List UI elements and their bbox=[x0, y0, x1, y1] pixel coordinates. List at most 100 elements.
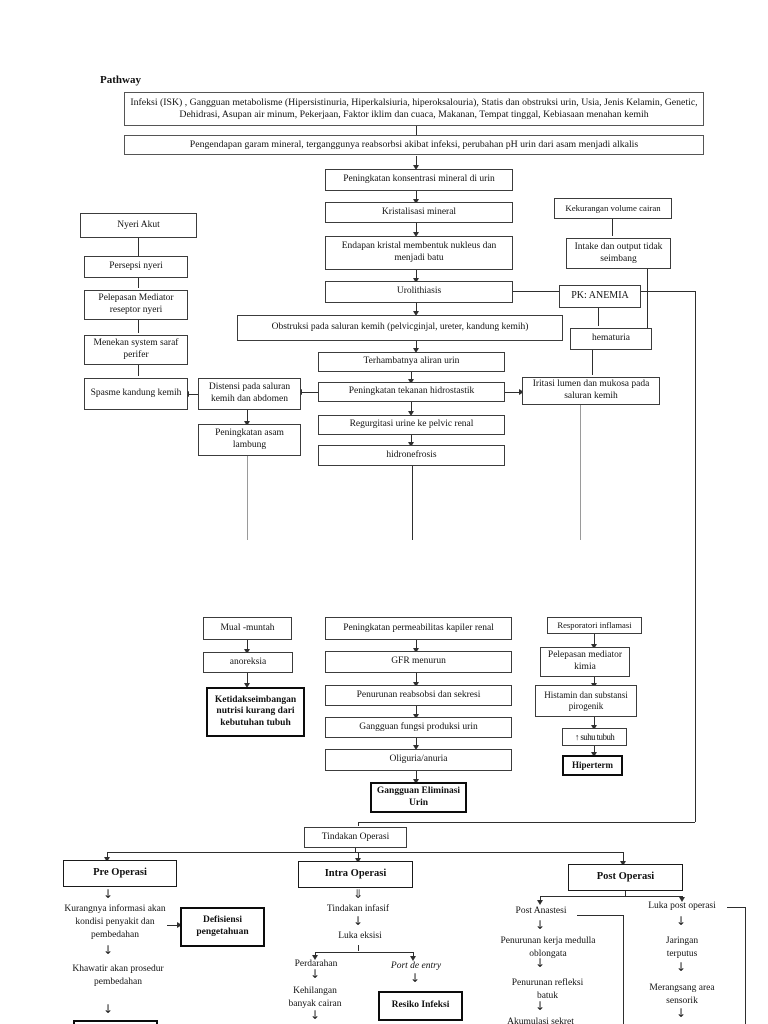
node-mediator-kimia: Pelepasan mediator kimia bbox=[540, 647, 630, 677]
connector-line bbox=[745, 907, 747, 1024]
node-tekanan-hidrostatik: Peningkatan tekanan hidrostastik bbox=[318, 382, 505, 402]
connector-line bbox=[412, 466, 414, 540]
node-refleksi-batuk: Penurunan refleksi batuk bbox=[511, 978, 584, 1001]
connector-line bbox=[580, 405, 582, 540]
node-hidronefrosis: hidronefrosis bbox=[318, 445, 505, 466]
connector-line bbox=[138, 238, 140, 256]
down-arrow-icon: ↓ bbox=[309, 967, 321, 981]
arrowhead-down bbox=[591, 644, 598, 649]
double-down-arrow-icon: ⇓ bbox=[352, 887, 364, 901]
node-jaringan-terputus: Jaringan terputus bbox=[665, 936, 699, 959]
node-resiko-infeksi: Resiko Infeksi bbox=[378, 991, 463, 1021]
down-arrow-icon: ↓ bbox=[534, 956, 546, 970]
arrowhead-right bbox=[177, 922, 182, 929]
node-kehilangan-cairan: Kehilangan banyak cairan bbox=[288, 986, 342, 1009]
node-pelepasan-mediator: Pelepasan Mediator reseptor nyeri bbox=[84, 290, 188, 320]
connector-line bbox=[358, 945, 360, 951]
node-endapan-kristal: Endapan kristal membentuk nukleus dan me… bbox=[325, 236, 513, 270]
node-persepsi-nyeri: Persepsi nyeri bbox=[84, 256, 188, 278]
connector-line bbox=[598, 308, 600, 326]
node-hiperterm: Hiperterm bbox=[562, 755, 623, 776]
node-regurgitasi: Regurgitasi urine ke pelvic renal bbox=[318, 415, 505, 435]
node-intra-operasi: Intra Operasi bbox=[298, 861, 413, 888]
connector-line bbox=[695, 291, 697, 822]
node-port-de-entry: Port de entry bbox=[390, 961, 442, 971]
node-hematuria: hematuria bbox=[570, 328, 652, 350]
arrowhead-down bbox=[410, 956, 417, 961]
node-kristalisasi: Kristalisasi mineral bbox=[325, 202, 513, 223]
connector-line bbox=[594, 633, 596, 645]
connector-line bbox=[358, 852, 360, 859]
connector-line bbox=[416, 771, 418, 780]
arrowhead-right bbox=[519, 389, 524, 396]
node-asam-lambung: Peningkatan asam lambung bbox=[198, 424, 301, 456]
node-merangsang-sensorik: Merangsang area sensorik bbox=[649, 983, 715, 1006]
arrowhead-down bbox=[591, 752, 598, 757]
down-arrow-icon: ↓ bbox=[309, 1008, 321, 1022]
connector-line bbox=[623, 915, 625, 1024]
node-histamin: Histamin dan substansi pirogenik bbox=[535, 685, 637, 717]
connector-line bbox=[416, 341, 418, 349]
arrowhead-down bbox=[413, 199, 420, 204]
connector-line bbox=[540, 896, 682, 898]
connector-line bbox=[505, 392, 520, 394]
connector-line bbox=[416, 126, 418, 136]
connector-line bbox=[247, 456, 249, 540]
node-tindakan-infasif: Tindakan infasif bbox=[326, 904, 390, 914]
node-post-anastesi: Post Anastesi bbox=[515, 906, 567, 916]
node-mual-muntah: Mual -muntah bbox=[203, 617, 292, 640]
connector-line bbox=[416, 156, 418, 166]
arrowhead-down bbox=[408, 442, 415, 447]
arrowhead-down bbox=[408, 379, 415, 384]
connector-line bbox=[107, 852, 109, 858]
node-kurangnya-informasi: Kurangnya informasi akan kondisi penyaki… bbox=[64, 904, 166, 940]
node-anoreksia: anoreksia bbox=[203, 652, 293, 673]
connector-line bbox=[189, 394, 198, 396]
node-spasme-kandung: Spasme kandung kemih bbox=[84, 378, 188, 410]
arrowhead-down bbox=[413, 165, 420, 170]
connector-line bbox=[138, 278, 140, 288]
down-arrow-icon: ↓ bbox=[675, 960, 687, 974]
connector-line bbox=[416, 270, 418, 279]
node-akumulasi-sekret: Akumulasi sekret bbox=[507, 1017, 574, 1024]
down-arrow-icon: ↓ bbox=[534, 918, 546, 932]
arrowhead-down bbox=[537, 900, 544, 905]
arrowhead-down bbox=[413, 348, 420, 353]
down-arrow-icon: ↓ bbox=[675, 1006, 687, 1020]
node-perdarahan: Perdarahan bbox=[294, 959, 338, 969]
connector-line bbox=[727, 907, 745, 909]
node-etiologi: Infeksi (ISK) , Gangguan metabolisme (Hi… bbox=[124, 92, 704, 126]
connector-line bbox=[138, 320, 140, 333]
node-pk-anemia: PK: ANEMIA bbox=[559, 285, 641, 308]
connector-line bbox=[625, 891, 627, 896]
connector-line bbox=[358, 822, 695, 824]
connector-line bbox=[247, 640, 249, 650]
node-permeabilitas: Peningkatan permeabilitas kapiler renal bbox=[325, 617, 512, 640]
arrowhead-down bbox=[413, 311, 420, 316]
node-luka-post-operasi: Luka post operasi bbox=[648, 901, 716, 911]
connector-line bbox=[647, 268, 649, 328]
node-penurunan-kerja: Penurunan kerja medulla oblongata bbox=[500, 936, 596, 959]
node-produksi-urin: Gangguan fungsi produksi urin bbox=[325, 717, 512, 738]
connector-line bbox=[623, 852, 625, 862]
arrowhead-down bbox=[244, 683, 251, 688]
arrowhead-down bbox=[244, 421, 251, 426]
connector-line bbox=[594, 746, 596, 753]
arrowhead-down bbox=[244, 649, 251, 654]
node-oliguria: Oliguria/anuria bbox=[325, 749, 512, 771]
node-khawatir: Khawatir akan prosedur pembedahan bbox=[72, 964, 164, 987]
connector-line bbox=[411, 435, 413, 443]
node-suhu-tubuh: ↑ suhu tubuh bbox=[562, 728, 627, 746]
connector-line bbox=[577, 915, 623, 917]
node-ketidakseimbangan-nutrisi: Ketidakseimbangan nutrisi kurang dari ke… bbox=[206, 687, 305, 737]
arrowhead-down bbox=[104, 857, 111, 862]
arrowhead-down bbox=[312, 955, 319, 960]
connector-line bbox=[315, 952, 317, 956]
node-gangguan-eliminasi: Gangguan Eliminasi Urin bbox=[370, 782, 467, 813]
connector-line bbox=[413, 952, 415, 957]
node-pre-operasi: Pre Operasi bbox=[63, 860, 177, 887]
connector-line bbox=[592, 350, 594, 375]
connector-line bbox=[416, 738, 418, 746]
node-reabsobsi-sekresi: Penurunan reabsobsi dan sekresi bbox=[325, 685, 512, 706]
